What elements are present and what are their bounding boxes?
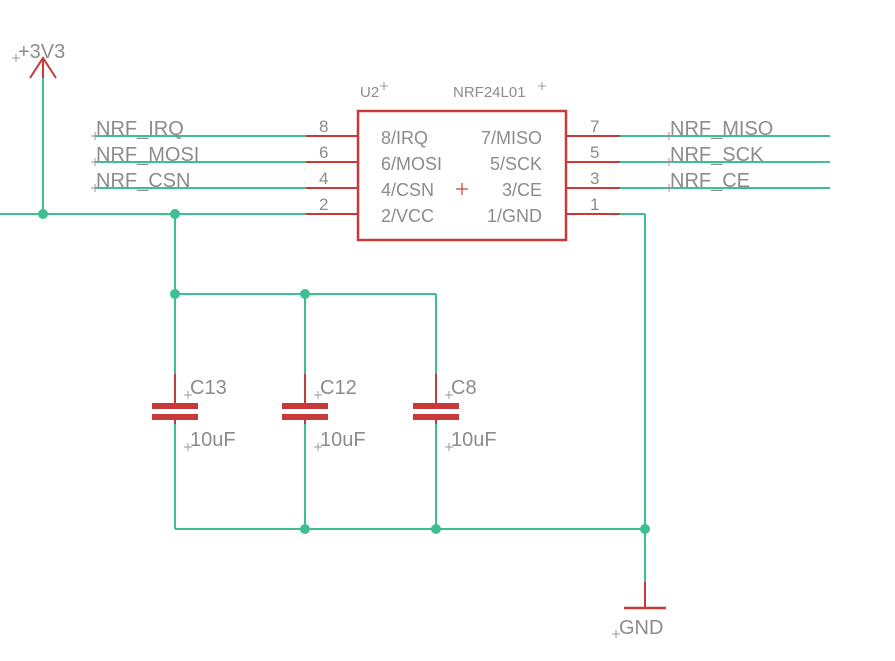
junction-c12-top bbox=[300, 289, 310, 299]
c12-value: 10uF bbox=[320, 429, 366, 451]
pin-1-name: 1/GND bbox=[487, 206, 542, 226]
net-label-irq: NRF_IRQ bbox=[96, 118, 184, 140]
junction-c12-bottom bbox=[300, 524, 310, 534]
pin-3-name: 3/CE bbox=[502, 180, 542, 200]
net-label-ce: NRF_CE bbox=[670, 170, 750, 192]
c8-plate-bottom bbox=[413, 414, 459, 420]
net-label-sck: NRF_SCK bbox=[670, 144, 764, 166]
junction-c13-top bbox=[170, 289, 180, 299]
pin-2-name: 2/VCC bbox=[381, 206, 434, 226]
pin-2-number: 2 bbox=[319, 195, 328, 214]
pin-4-name: 4/CSN bbox=[381, 180, 434, 200]
pin-3-number: 3 bbox=[590, 169, 599, 188]
junction-vcc-cap bbox=[170, 209, 180, 219]
net-labels: NRF_IRQ NRF_MOSI NRF_CSN NRF_MISO NRF_SC… bbox=[91, 118, 773, 192]
vcc-supply-symbol: +3V3 bbox=[12, 41, 65, 79]
pin-8-number: 8 bbox=[319, 117, 328, 136]
c8-plate-top bbox=[413, 403, 459, 409]
pin-6-name: 6/MOSI bbox=[381, 154, 442, 174]
net-label-miso: NRF_MISO bbox=[670, 118, 773, 140]
capacitor-c13: C13 10uF bbox=[152, 374, 236, 451]
pin-5-number: 5 bbox=[590, 143, 599, 162]
pin-1-number: 1 bbox=[590, 195, 599, 214]
c13-ref: C13 bbox=[190, 377, 227, 399]
wires bbox=[0, 78, 830, 582]
pin-7-number: 7 bbox=[590, 117, 599, 136]
c12-plate-top bbox=[282, 403, 328, 409]
ic-right-pins: 7 5 3 1 7/MISO 5/SCK 3/CE 1/GND bbox=[481, 117, 620, 226]
ic-u2: U2 NRF24L01 8 6 4 2 8/IRQ 6/MOSI 4/CSN 2… bbox=[306, 82, 620, 242]
ic-body bbox=[356, 109, 568, 242]
ic-ref: U2 bbox=[360, 84, 379, 101]
capacitor-c8: C8 10uF bbox=[413, 374, 497, 451]
junctions bbox=[38, 209, 650, 534]
ic-left-pins: 8 6 4 2 8/IRQ 6/MOSI 4/CSN 2/VCC bbox=[306, 117, 442, 226]
pin-8-name: 8/IRQ bbox=[381, 128, 428, 148]
c12-plate-bottom bbox=[282, 414, 328, 420]
capacitor-c12: C12 10uF bbox=[282, 374, 366, 451]
vcc-label: +3V3 bbox=[18, 41, 65, 63]
junction-gnd bbox=[640, 524, 650, 534]
gnd-supply-symbol: GND bbox=[612, 582, 666, 639]
ic-value: NRF24L01 bbox=[453, 84, 526, 101]
c13-plate-top bbox=[152, 403, 198, 409]
net-label-csn: NRF_CSN bbox=[96, 170, 190, 192]
pin-6-number: 6 bbox=[319, 143, 328, 162]
junction-vcc bbox=[38, 209, 48, 219]
pin-5-name: 5/SCK bbox=[490, 154, 542, 174]
gnd-label: GND bbox=[619, 617, 663, 639]
net-label-mosi: NRF_MOSI bbox=[96, 144, 199, 166]
c12-ref: C12 bbox=[320, 377, 357, 399]
pin-7-name: 7/MISO bbox=[481, 128, 542, 148]
c13-value: 10uF bbox=[190, 429, 236, 451]
junction-c8-bottom bbox=[431, 524, 441, 534]
c13-plate-bottom bbox=[152, 414, 198, 420]
c8-ref: C8 bbox=[451, 377, 477, 399]
pin-4-number: 4 bbox=[319, 169, 328, 188]
c8-value: 10uF bbox=[451, 429, 497, 451]
